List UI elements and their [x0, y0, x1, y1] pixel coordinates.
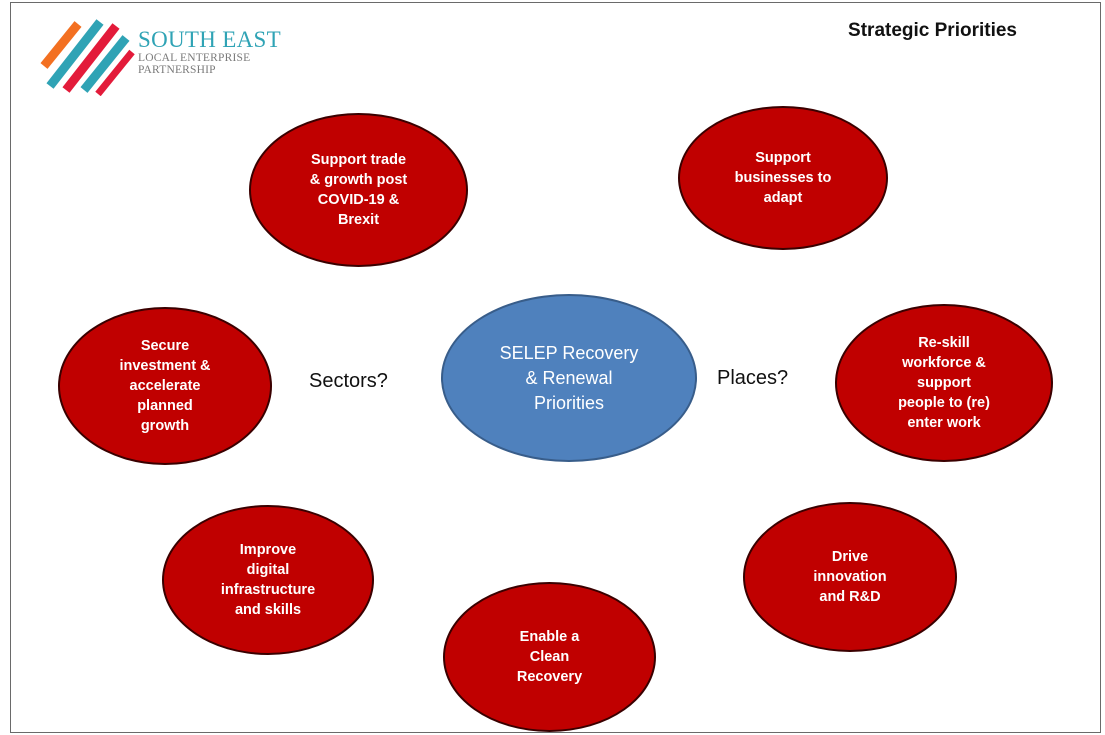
- priority-oval-reskill: Re-skill workforce & support people to (…: [835, 304, 1053, 462]
- logo-line-2: LOCAL ENTERPRISE: [138, 52, 251, 64]
- priority-oval-trade: Support trade & growth post COVID-19 & B…: [249, 113, 468, 267]
- priority-label-reskill: Re-skill workforce & support people to (…: [898, 335, 990, 431]
- center-oval: SELEP Recovery & Renewal Priorities: [441, 294, 697, 462]
- priority-oval-innovation: Drive innovation and R&D: [743, 502, 957, 652]
- places-label: Places?: [717, 367, 789, 389]
- priority-oval-digital: Improve digital infrastructure and skill…: [162, 505, 374, 655]
- logo-text: SOUTH EAST LOCAL ENTERPRISE PARTNERSHIP: [138, 27, 281, 77]
- priority-label-digital: Improve digital infrastructure and skill…: [220, 542, 316, 618]
- priority-label-trade: Support trade & growth post COVID-19 & B…: [309, 152, 408, 228]
- sectors-label: Sectors?: [309, 370, 388, 392]
- priority-label-adapt: Support businesses to adapt: [734, 150, 832, 206]
- priority-oval-investment: Secure investment & accelerate planned g…: [58, 307, 272, 465]
- priority-label-clean: Enable a Clean Recovery: [516, 629, 583, 685]
- logo-line-1: SOUTH EAST: [138, 27, 281, 52]
- priority-label-innovation: Drive innovation and R&D: [813, 549, 887, 605]
- center-label: SELEP Recovery & Renewal Priorities: [499, 342, 639, 413]
- page-title: Strategic Priorities: [848, 20, 1017, 41]
- priority-oval-clean: Enable a Clean Recovery: [443, 582, 656, 732]
- logo-stripes-icon: [40, 19, 135, 96]
- selep-logo: SOUTH EAST LOCAL ENTERPRISE PARTNERSHIP: [40, 16, 290, 96]
- priority-label-investment: Secure investment & accelerate planned g…: [119, 338, 211, 434]
- logo-line-3: PARTNERSHIP: [138, 64, 216, 76]
- priority-oval-adapt: Support businesses to adapt: [678, 106, 888, 250]
